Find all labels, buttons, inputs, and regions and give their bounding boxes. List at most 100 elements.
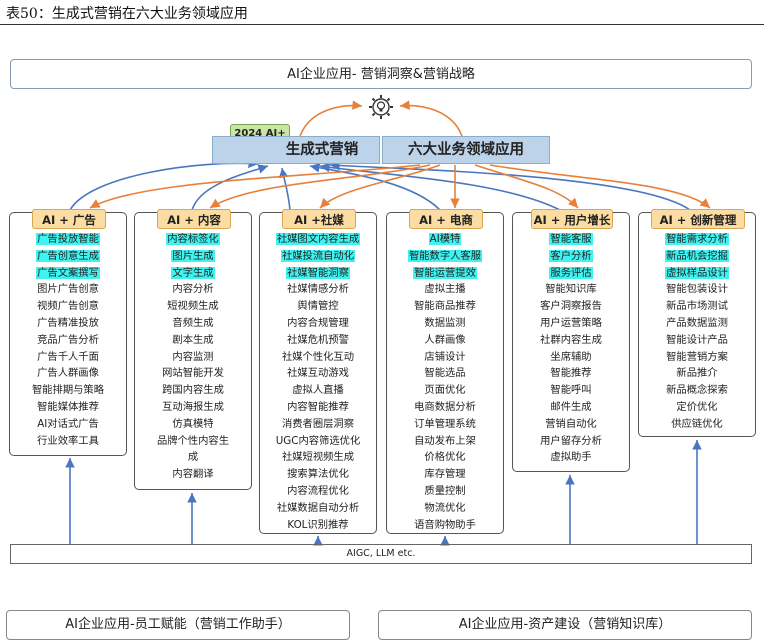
item-label: 仿真模特 <box>172 417 214 430</box>
item-label: 定价优化 <box>676 400 718 413</box>
list-item: 智能推荐 <box>513 365 629 382</box>
item-label: 客户洞察报告 <box>540 300 602 313</box>
item-label: 库存管理 <box>424 468 466 481</box>
hub-left-label: 生成式营销 <box>285 142 359 158</box>
arrow-innovation-to-hub <box>329 160 691 211</box>
item-label: 产品数据监测 <box>666 316 728 329</box>
list-item: 智能包装设计 <box>639 281 755 298</box>
list-item: 物流优化 <box>387 500 503 517</box>
arrow-hub-to-growth <box>474 164 579 209</box>
highlighted-item: 文字生成 <box>135 265 251 282</box>
item-label: 社媒情感分析 <box>287 283 349 296</box>
list-item: 跨国内容生成 <box>135 382 251 399</box>
list-item: 智能知识库 <box>513 281 629 298</box>
item-label: 广告创意生成 <box>36 249 100 262</box>
item-label: 客户分析 <box>549 249 593 262</box>
list-item: 品牌个性内容生 <box>135 433 251 450</box>
item-label: 新品机会挖掘 <box>665 249 729 262</box>
item-label: 智能设计产品 <box>666 333 728 346</box>
highlighted-item: 图片生成 <box>135 248 251 265</box>
arrow-hub-left-to-gear <box>299 100 363 137</box>
bottom-right-box: AI企业应用-资产建设（营销知识库） <box>378 610 752 640</box>
item-label: 网站智能开发 <box>162 367 224 380</box>
list-item: UGC内容筛选优化 <box>260 433 376 450</box>
list-item: 自动发布上架 <box>387 433 503 450</box>
item-label: 数据监测 <box>424 316 466 329</box>
list-item: 广告人群画像 <box>10 365 126 382</box>
arrow-hub-to-innovation <box>489 164 711 209</box>
item-label: 智能营销方案 <box>666 350 728 363</box>
highlighted-item: 智能需求分析 <box>639 231 755 248</box>
item-label: 智能知识库 <box>545 283 597 296</box>
list-item: 社媒短视频生成 <box>260 449 376 466</box>
list-item: 内容智能推荐 <box>260 399 376 416</box>
list-item: 智能选品 <box>387 365 503 382</box>
item-label: 消费者圈层洞察 <box>281 417 355 430</box>
column-social: AI +社媒 社媒图文内容生成社媒投流自动化社媒智能洞察社媒情感分析舆情管控内容… <box>259 209 377 534</box>
item-label: 内容合规管理 <box>287 316 349 329</box>
highlighted-item: 广告文案撰写 <box>10 265 126 282</box>
list-item: 营销自动化 <box>513 416 629 433</box>
list-item: 社媒情感分析 <box>260 281 376 298</box>
item-label: 内容标签化 <box>166 233 220 245</box>
column-title: AI +社媒 <box>282 209 356 229</box>
item-label: 竞品广告分析 <box>37 333 99 346</box>
item-label: 短视频生成 <box>167 300 219 313</box>
item-label: 社媒危机预警 <box>287 333 349 346</box>
list-item: 邮件生成 <box>513 399 629 416</box>
highlighted-item: AI模特 <box>387 231 503 248</box>
list-item: 虚拟人直播 <box>260 382 376 399</box>
highlighted-item: 新品机会挖掘 <box>639 248 755 265</box>
highlighted-item: 社媒图文内容生成 <box>260 231 376 248</box>
list-item: 仿真模特 <box>135 416 251 433</box>
list-item: 内容分析 <box>135 281 251 298</box>
item-label: 智能数字人客服 <box>407 249 483 262</box>
item-label: 虚拟助手 <box>550 451 592 464</box>
highlighted-item: 虚拟样品设计 <box>639 265 755 282</box>
item-label: 用户运营策略 <box>540 316 602 329</box>
list-item: 剧本生成 <box>135 332 251 349</box>
arrow-growth-to-hub <box>319 162 561 211</box>
item-label: 品牌个性内容生 <box>156 434 230 447</box>
list-item: 用户运营策略 <box>513 315 629 332</box>
item-label: 价格优化 <box>424 451 466 464</box>
item-list: 内容标签化图片生成文字生成内容分析短视频生成音频生成剧本生成内容监测网站智能开发… <box>135 231 251 483</box>
list-item: 坐席辅助 <box>513 349 629 366</box>
item-label: UGC内容筛选优化 <box>275 434 361 447</box>
item-label: 社群内容生成 <box>540 333 602 346</box>
highlighted-item: 智能运营提效 <box>387 265 503 282</box>
list-item: 图片广告创意 <box>10 281 126 298</box>
list-item: 社媒个性化互动 <box>260 349 376 366</box>
item-label: 行业效率工具 <box>37 434 99 447</box>
item-label: 用户留存分析 <box>540 434 602 447</box>
item-label: 舆情管控 <box>297 300 339 313</box>
list-item: 短视频生成 <box>135 298 251 315</box>
column-title: AI + 内容 <box>157 209 231 229</box>
item-label: 智能包装设计 <box>666 283 728 296</box>
item-label: 订单管理系统 <box>414 417 476 430</box>
list-item: 智能排期与策略 <box>10 382 126 399</box>
list-item: 店铺设计 <box>387 349 503 366</box>
aigc-foundation-bar: AIGC, LLM etc. <box>10 544 752 564</box>
column-ecommerce: AI + 电商 AI模特智能数字人客服智能运营提效虚拟主播智能商品推荐数据监测人… <box>386 209 504 534</box>
list-item: 语音购物助手 <box>387 517 503 534</box>
list-item: 社群内容生成 <box>513 332 629 349</box>
item-label: 视频广告创意 <box>37 300 99 313</box>
item-label: 广告文案撰写 <box>36 266 100 279</box>
list-item: 定价优化 <box>639 399 755 416</box>
item-label: 社媒互动游戏 <box>287 367 349 380</box>
list-item: 虚拟主播 <box>387 281 503 298</box>
header-box: AI企业应用- 营销洞察&营销战略 <box>10 59 752 89</box>
gear-lightbulb-icon <box>369 95 393 119</box>
list-item: 内容翻译 <box>135 466 251 483</box>
item-label: 坐席辅助 <box>550 350 592 363</box>
list-item: 成 <box>135 449 251 466</box>
item-label: 社媒个性化互动 <box>281 350 355 363</box>
item-label: 智能商品推荐 <box>414 300 476 313</box>
column-title: AI + 电商 <box>409 209 483 229</box>
item-label: AI模特 <box>428 233 462 245</box>
list-item: 新品市场测试 <box>639 298 755 315</box>
list-item: 数据监测 <box>387 315 503 332</box>
highlighted-item: 智能数字人客服 <box>387 248 503 265</box>
item-label: 文字生成 <box>171 266 215 279</box>
